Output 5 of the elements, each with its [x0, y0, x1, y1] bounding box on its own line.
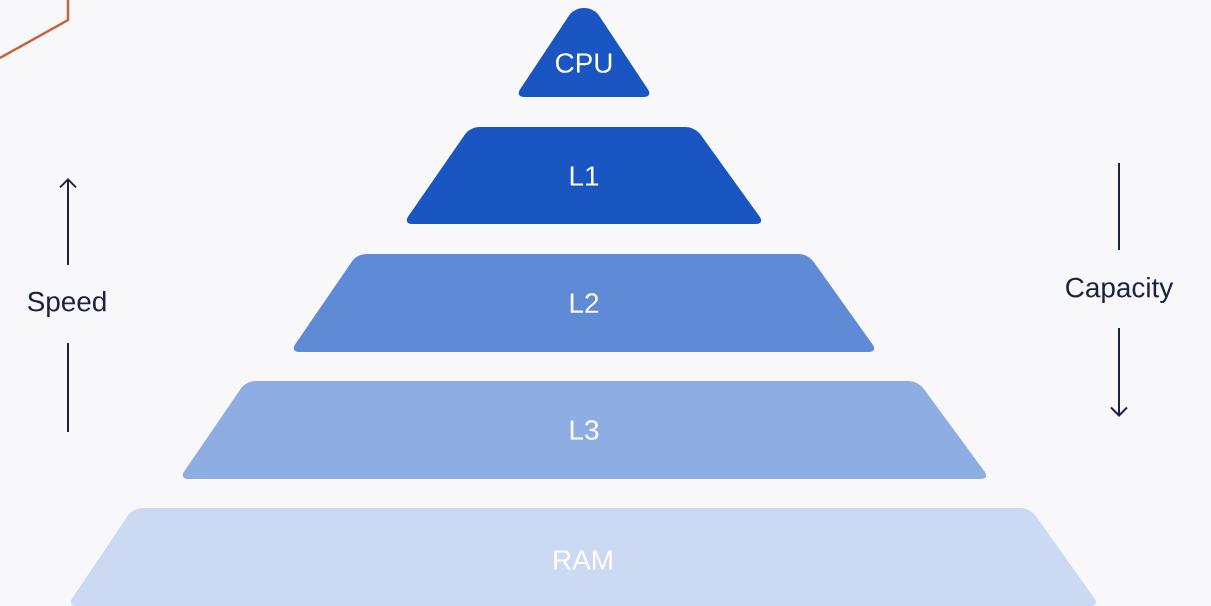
- axis-label: Speed: [27, 291, 106, 317]
- pyramid-tier: L1: [406, 127, 762, 224]
- pyramid-tier: L2: [293, 254, 875, 352]
- axis-label: Capacity: [1066, 277, 1174, 303]
- pyramid-tier: CPU: [518, 8, 650, 97]
